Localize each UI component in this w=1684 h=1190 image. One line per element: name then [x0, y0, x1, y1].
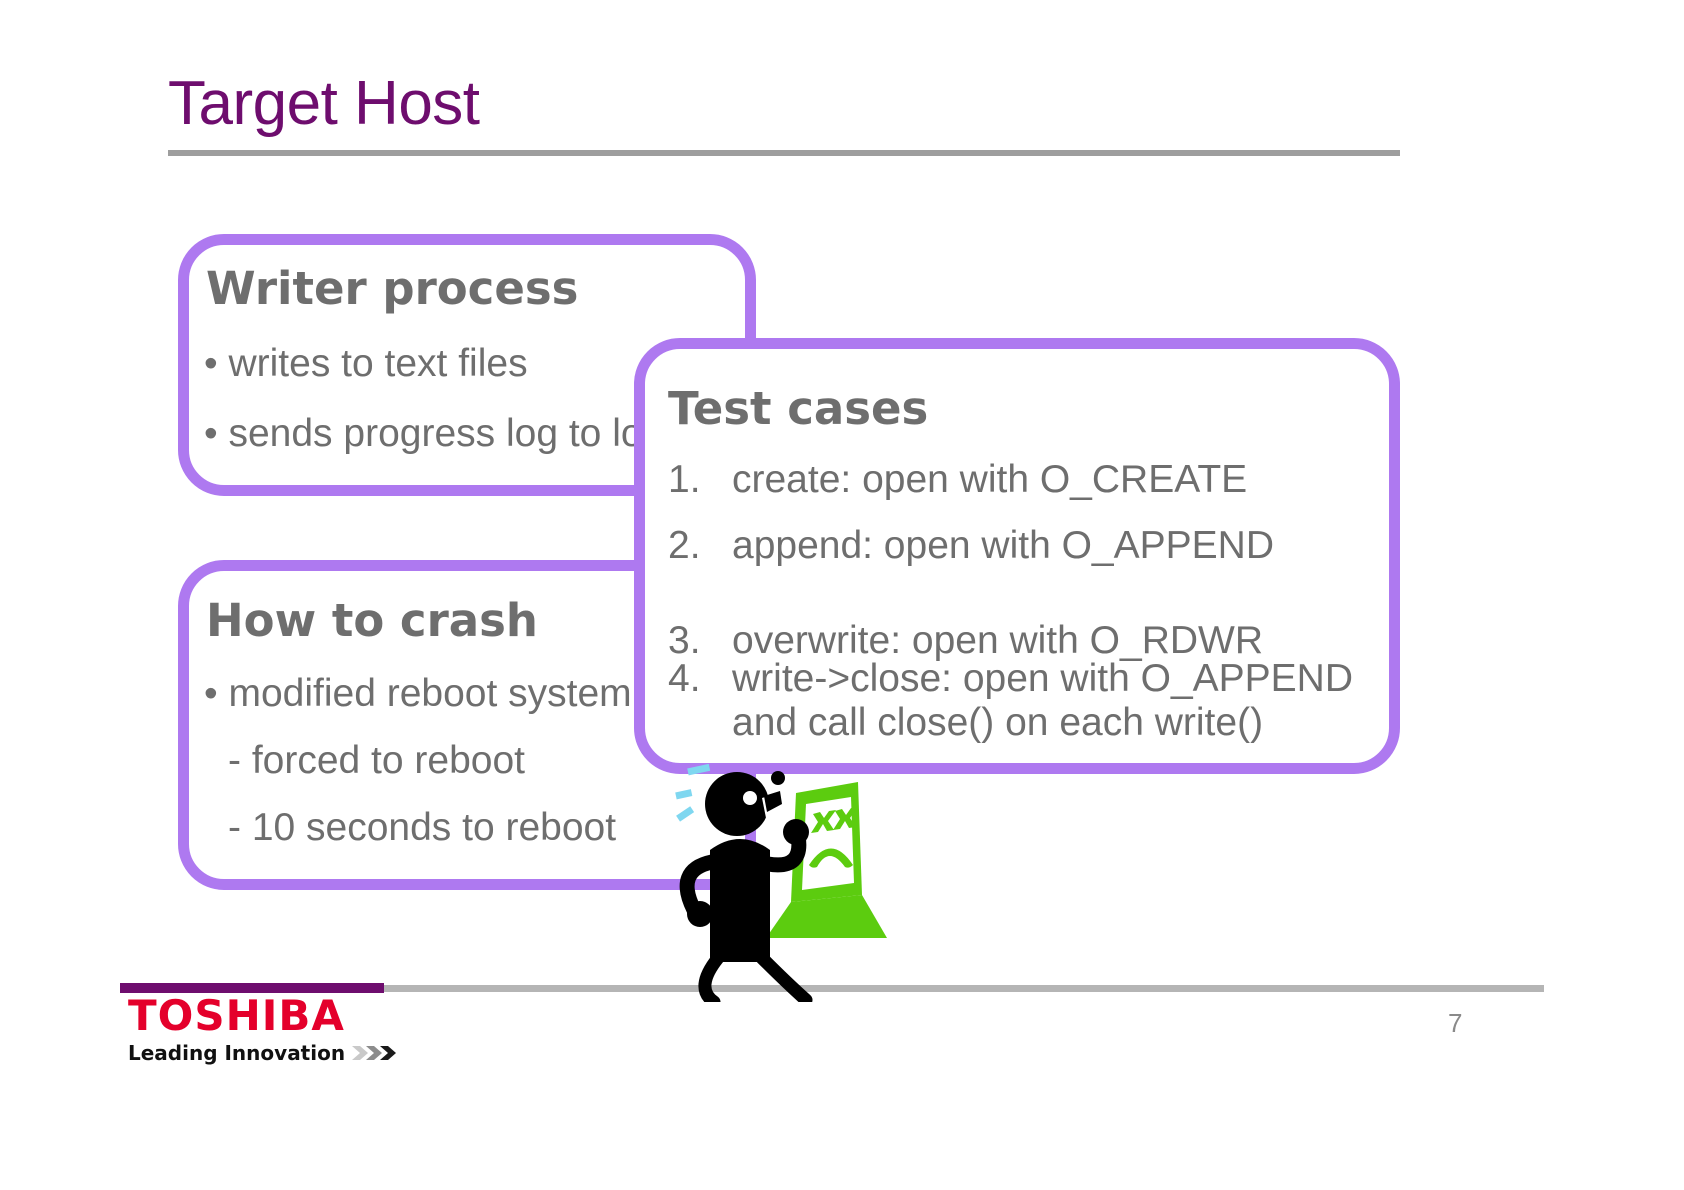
toshiba-wordmark: TOSHIBA	[128, 991, 345, 1040]
toshiba-tagline-row: Leading Innovation	[128, 1041, 428, 1065]
test-case-item: 1. create: open with O_CREATE	[668, 458, 1247, 502]
page-title: Target Host	[168, 69, 480, 138]
test-case-item: 3. overwrite: open with O_RDWR	[668, 619, 1263, 663]
test-case-text: create: open with O_CREATE	[732, 458, 1248, 501]
title-divider	[168, 150, 1400, 156]
how-to-crash-bullet-2: - forced to reboot	[228, 739, 525, 782]
test-cases-heading: Test cases	[668, 382, 929, 435]
writer-process-bullet-2: • sends progress log to lo	[204, 412, 643, 455]
toshiba-tagline: Leading Innovation	[128, 1041, 346, 1065]
test-case-number: 1.	[668, 458, 701, 501]
writer-process-heading: Writer process	[206, 262, 579, 315]
footer-divider-purple	[120, 983, 384, 993]
test-case-text: append: open with O_APPEND	[732, 524, 1275, 567]
figure-svg	[675, 763, 887, 1009]
stick-person-icon	[679, 771, 813, 1009]
toshiba-logo: TOSHIBA Leading Innovation	[128, 995, 428, 1065]
page-number: 7	[1448, 1008, 1463, 1038]
how-to-crash-bullet-3: - 10 seconds to reboot	[228, 806, 617, 849]
test-case-item: 4. write->close: open with O_APPEND and …	[668, 657, 1353, 745]
test-case-number: 3.	[668, 619, 701, 662]
footer-divider-gray	[384, 985, 1544, 992]
test-case-item: 2. append: open with O_APPEND	[668, 524, 1274, 568]
panicking-person-with-broken-laptop-illustration	[650, 752, 990, 1009]
chevrons-icon	[352, 1043, 398, 1063]
test-case-number: 4.	[668, 657, 701, 700]
callout-test-cases	[634, 338, 1400, 774]
test-case-text: write->close: open with O_APPEND and cal…	[732, 657, 1354, 744]
writer-process-bullet-1: • writes to text files	[204, 342, 528, 385]
how-to-crash-heading: How to crash	[206, 594, 538, 647]
how-to-crash-bullet-1: • modified reboot system	[204, 672, 632, 715]
test-case-number: 2.	[668, 524, 701, 567]
test-case-text: overwrite: open with O_RDWR	[732, 619, 1263, 662]
sad-laptop-icon	[766, 782, 887, 938]
shock-spark-icon	[675, 763, 711, 822]
